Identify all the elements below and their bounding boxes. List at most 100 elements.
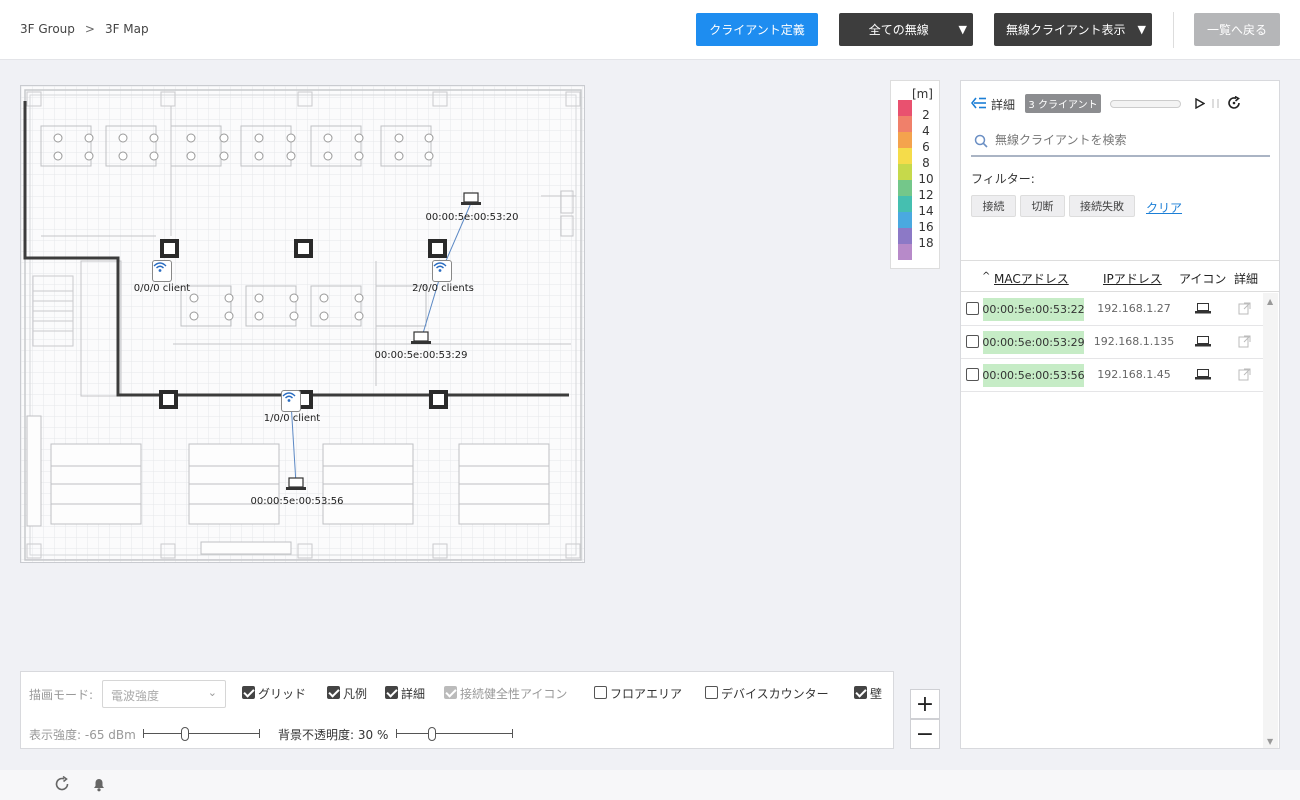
laptop-icon[interactable] (286, 477, 306, 491)
filter-connected[interactable]: 接続 (971, 195, 1016, 217)
floor-area-label: フロアエリア (610, 687, 683, 701)
map-controls: 描画モード: 電波強度 ⌄ グリッド 凡例 詳細 接続健全性アイコン フロアエリ… (20, 671, 894, 749)
ap-label: 0/0/0 client (133, 283, 191, 294)
panel-title: 詳細 (991, 98, 1016, 112)
opacity-slider[interactable] (396, 727, 513, 741)
row-checkbox[interactable] (966, 368, 979, 381)
external-link-icon[interactable] (1238, 302, 1251, 315)
clear-filter-link[interactable]: クリア (1146, 201, 1183, 215)
client-label: 00:00:5e:00:53:56 (250, 496, 344, 507)
reload-icon[interactable] (54, 776, 70, 792)
ap-label: 1/0/0 client (263, 413, 321, 424)
zoom-in-button[interactable]: + (910, 689, 940, 719)
strength-label: 表示強度: -65 dBm (29, 728, 136, 742)
chevron-down-icon: ⌄ (207, 686, 217, 699)
caret-down-icon: ▼ (958, 23, 967, 36)
row-checkbox[interactable] (966, 302, 979, 315)
legend-value: 16 (918, 220, 934, 234)
health-icon-label: 接続健全性アイコン (460, 687, 568, 701)
grid-label: グリッド (258, 687, 307, 701)
legend-value: 2 (922, 108, 930, 122)
ap-label: 2/0/0 clients (412, 283, 474, 294)
caret-down-icon: ▼ (1137, 23, 1146, 36)
legend-swatch (898, 164, 912, 180)
zoom-out-button[interactable]: − (910, 719, 940, 749)
wireless-select-label: 全ての無線 (868, 23, 929, 37)
wall-checkbox[interactable] (854, 686, 867, 699)
strength-slider-handle[interactable] (181, 727, 189, 741)
pause-icon[interactable] (1211, 98, 1221, 109)
playback-progress[interactable] (1110, 100, 1181, 108)
collapse-panel-icon[interactable] (971, 97, 987, 109)
laptop-icon (1195, 336, 1211, 347)
client-search[interactable] (971, 127, 1270, 157)
floor-plan (21, 86, 584, 562)
laptop-icon[interactable] (461, 192, 481, 206)
external-link-icon[interactable] (1238, 368, 1251, 381)
filter-connection-failed[interactable]: 接続失敗 (1069, 195, 1135, 217)
table-row[interactable]: 00:00:5e:00:53:22 192.168.1.27 (961, 293, 1263, 326)
refresh-icon[interactable] (1227, 96, 1241, 110)
legend-value: 14 (918, 204, 934, 218)
col-ip[interactable]: IPアドレス (1103, 272, 1162, 286)
access-point[interactable] (281, 390, 301, 412)
legend-swatch (898, 116, 912, 132)
sort-asc-icon[interactable]: ^ (982, 271, 991, 282)
draw-mode-select[interactable]: 電波強度 ⌄ (102, 680, 226, 708)
search-input[interactable] (995, 133, 1265, 147)
access-point[interactable] (152, 260, 172, 282)
device-counter-checkbox[interactable] (705, 686, 718, 699)
access-point[interactable] (432, 260, 452, 282)
client-table-header: ^ MACアドレス IPアドレス アイコン 詳細 (961, 260, 1279, 292)
laptop-icon[interactable] (411, 331, 431, 345)
wifi-icon (282, 392, 296, 402)
scroll-down-icon[interactable]: ▼ (1267, 737, 1274, 746)
external-link-icon[interactable] (1238, 335, 1251, 348)
play-icon[interactable] (1195, 98, 1205, 109)
row-ip: 192.168.1.135 (1093, 335, 1175, 348)
legend-value: 18 (918, 236, 934, 250)
legend-swatch (898, 244, 912, 260)
bell-icon[interactable] (91, 776, 107, 792)
legend-unit: [m] (911, 87, 933, 101)
col-mac[interactable]: MACアドレス (994, 272, 1069, 286)
table-scrollbar[interactable]: ▲ ▼ (1263, 293, 1278, 748)
grid-checkbox[interactable] (242, 686, 255, 699)
detail-checkbox[interactable] (385, 686, 398, 699)
wall-label: 壁 (870, 687, 883, 701)
client-define-button[interactable]: クライアント定義 (696, 13, 818, 46)
legend-value: 10 (918, 172, 934, 186)
filter-disconnected[interactable]: 切断 (1020, 195, 1065, 217)
laptop-icon (1195, 369, 1211, 380)
footer-bar (0, 770, 1300, 800)
draw-mode-value: 電波強度 (111, 689, 160, 703)
legend-swatch (898, 196, 912, 212)
col-icon: アイコン (1179, 272, 1227, 286)
top-bar: 3F Group>3F Map クライアント定義 全ての無線 ▼ 無線クライアン… (0, 0, 1300, 60)
client-view-select-label: 無線クライアント表示 (1006, 23, 1126, 37)
detail-panel: 詳細 3 クライアント フィルター: 接続 切断 接続失敗 クリア ^ MACア… (960, 80, 1280, 749)
back-to-list-button[interactable]: 一覧へ戻る (1194, 13, 1280, 46)
row-mac: 00:00:5e:00:53:22 (982, 298, 1085, 321)
wireless-select[interactable]: 全ての無線 ▼ (839, 13, 973, 46)
floor-map[interactable]: 0/0/0 client 2/0/0 clients 1/0/0 client … (20, 85, 585, 563)
strength-slider[interactable] (143, 727, 260, 741)
legend-value: 12 (918, 188, 934, 202)
breadcrumb: 3F Group>3F Map (20, 22, 149, 36)
breadcrumb-group[interactable]: 3F Group (20, 22, 75, 36)
floor-area-checkbox[interactable] (594, 686, 607, 699)
search-icon (974, 134, 988, 148)
breadcrumb-map: 3F Map (104, 22, 149, 36)
legend-checkbox[interactable] (327, 686, 340, 699)
row-ip: 192.168.1.27 (1097, 302, 1171, 315)
scroll-up-icon[interactable]: ▲ (1267, 297, 1274, 306)
legend-swatch (898, 228, 912, 244)
opacity-slider-handle[interactable] (428, 727, 436, 741)
opacity-label: 背景不透明度: 30 % (278, 728, 389, 742)
header-divider (1173, 12, 1174, 48)
client-view-select[interactable]: 無線クライアント表示 ▼ (994, 13, 1152, 46)
row-checkbox[interactable] (966, 335, 979, 348)
